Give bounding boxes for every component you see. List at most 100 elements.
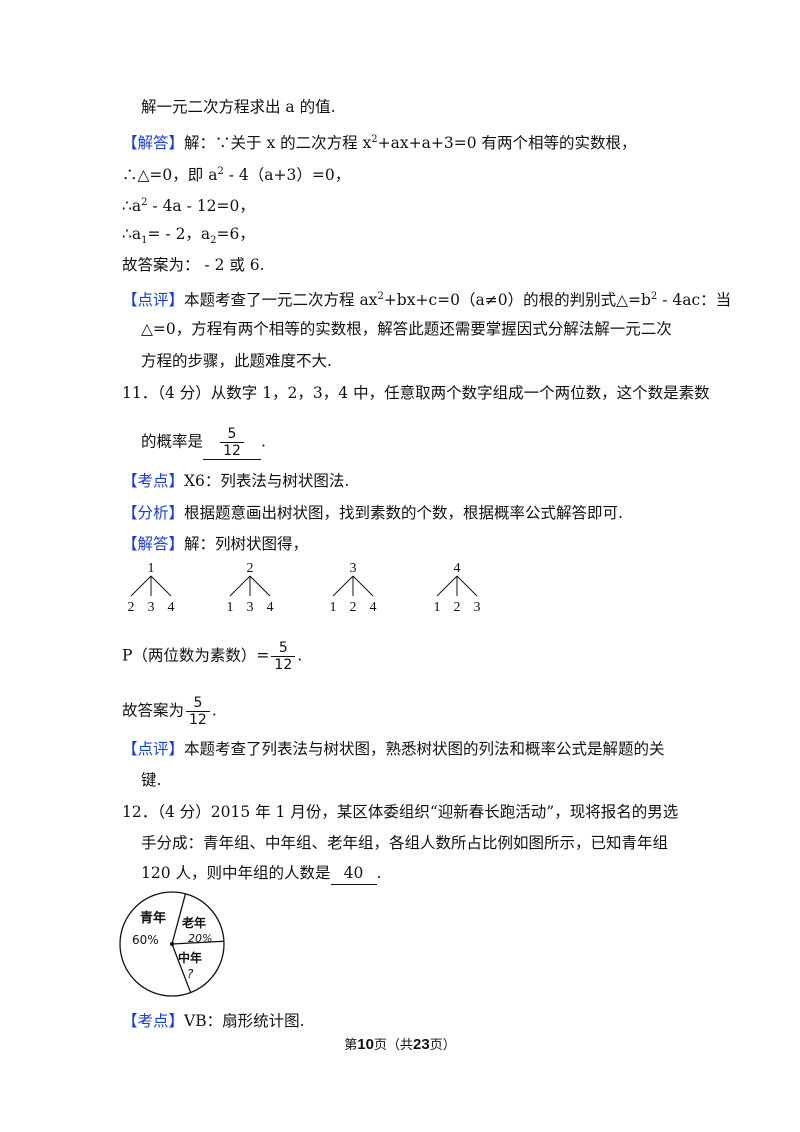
line-17: 【点评】本题考查了列表法与树状图，熟悉树状图的列法和概率公式是解题的关 [122, 738, 665, 760]
text: 故答案为 [122, 701, 185, 720]
slice-label-elder: 老年 [182, 915, 206, 930]
fraction-numerator: 5 [193, 695, 203, 711]
superscript: 2 [217, 166, 224, 177]
text: 解一元二次方程求出 a 的值. [141, 98, 336, 116]
text: P（两位数为素数）= [122, 646, 270, 665]
text: VB：扇形统计图. [184, 1012, 305, 1030]
text: . [211, 701, 217, 720]
tree-branch [436, 575, 458, 597]
text: 本题考查了一元二次方程 ax [184, 291, 378, 310]
tree-branch [332, 575, 354, 597]
tree-diagram-2: 2 1 3 4 [227, 561, 274, 614]
page-footer: 第10页（共23页） [0, 1034, 800, 1053]
text: X6：列表法与树状图法. [184, 472, 350, 490]
page-total: 23 [413, 1036, 430, 1053]
superscript: 2 [141, 197, 148, 208]
subscript: 2 [210, 235, 217, 247]
text: +bx+c=0（a≠0）的根的判别式△=b [383, 291, 651, 310]
footer-text: 页（共 [373, 1038, 413, 1053]
text: - 4（a+3）=0， [223, 166, 351, 185]
tree-diagram-1: 1 2 3 4 [128, 561, 175, 614]
text: ∴a [122, 197, 142, 216]
tree-leaf: 3 [148, 600, 155, 614]
tree-diagram-4: 4 1 2 3 [434, 561, 481, 614]
text: 根据题意画出树状图，找到素数的个数，根据概率公式解答即可. [184, 504, 623, 522]
tree-root: 1 [148, 561, 155, 576]
text: 12．（4 分）2015 年 1 月份，某区体委组织“迎新春长跑活动”，现将报名… [122, 803, 679, 821]
tree-branch [130, 575, 152, 597]
footer-text: 第 [344, 1038, 358, 1053]
text: . [297, 646, 303, 665]
superscript: 2 [377, 291, 384, 302]
text: +ax+a+3=0 有两个相等的实数根， [377, 134, 637, 153]
question-12: 12．（4 分）2015 年 1 月份，某区体委组织“迎新春长跑活动”，现将报名… [122, 801, 678, 823]
pie-center-dot [170, 942, 174, 946]
slice-boundary-elder-middle [171, 940, 224, 945]
comment-tag: 【点评】 [122, 291, 185, 310]
fraction-numerator: 5 [278, 640, 288, 656]
tree-diagram-3: 3 1 2 4 [330, 561, 377, 614]
topic-tag: 【考点】 [122, 472, 185, 490]
tree-leaf: 4 [267, 600, 274, 614]
text: 方程的步骤，此题难度不大. [141, 352, 332, 370]
pie-slices [119, 891, 225, 997]
text: 键. [141, 771, 162, 789]
text: 的概率是 [141, 432, 204, 451]
text: 11．（4 分）从数字 1，2，3，4 中，任意取两个数字组成一个两位数，这个数… [122, 384, 710, 402]
tree-root: 2 [247, 561, 254, 576]
line-12: 【考点】X6：列表法与树状图法. [122, 470, 349, 492]
line-8: △=0，方程有两个相等的实数根，解答此题还需要掌握因式分解法解一元二次 [141, 318, 672, 340]
slice-value-elder: 20% [188, 932, 212, 945]
tree-branch [352, 575, 374, 597]
text: 故答案为： - 2 或 6. [122, 256, 265, 274]
tree-root: 3 [350, 561, 357, 576]
fraction-denominator: 12 [186, 711, 210, 728]
superscript: 2 [371, 134, 378, 145]
line-5: ∴a1= - 2，a2=6， [122, 223, 255, 252]
text: - 4a - 12=0， [147, 197, 255, 216]
slice-label-youth: 青年 [140, 910, 166, 926]
line-14: 【解答】解：列树状图得， [122, 533, 308, 555]
page-number: 10 [357, 1036, 374, 1053]
comment-tag: 【点评】 [122, 740, 185, 758]
line-13: 【分析】根据题意画出树状图，找到素数的个数，根据概率公式解答即可. [122, 502, 623, 524]
text: - 4ac：当 [657, 291, 732, 310]
pie-chart: 青年 60% 老年 20% 中年 ? [119, 891, 225, 997]
answer-tag: 【解答】 [122, 134, 185, 153]
tree-leaf: 3 [474, 600, 481, 614]
tree-leaf: 2 [350, 600, 357, 614]
tree-leaf: 2 [454, 600, 461, 614]
text: 解：列树状图得， [184, 535, 309, 553]
slice-boundary-youth-elder [171, 893, 187, 945]
text: 本题考查了列表法与树状图，熟悉树状图的列法和概率公式是解题的关 [184, 740, 665, 758]
text: . [376, 864, 382, 882]
text: △=0，方程有两个相等的实数根，解答此题还需要掌握因式分解法解一元二次 [141, 320, 672, 338]
text: 手分成：青年组、中年组、老年组，各组人数所占比例如图所示，已知青年组 [141, 834, 669, 852]
line-7: 【点评】本题考查了一元二次方程 ax2+bx+c=0（a≠0）的根的判别式△=b… [122, 286, 731, 311]
line-1: 解一元二次方程求出 a 的值. [141, 96, 336, 118]
tree-leaf: 2 [128, 600, 135, 614]
text: . [261, 432, 266, 451]
slice-label-middle: 中年 [178, 950, 202, 965]
line-3: ∴△=0，即 a2 - 4（a+3）=0， [122, 161, 350, 186]
slice-value-middle: ? [187, 967, 194, 981]
line-6: 故答案为： - 2 或 6. [122, 254, 265, 276]
tree-branch [249, 575, 271, 597]
question-11: 11．（4 分）从数字 1，2，3，4 中，任意取两个数字组成一个两位数，这个数… [122, 382, 710, 404]
tree-branch [456, 575, 478, 597]
text: 120 人，则中年组的人数是 [141, 864, 331, 882]
fraction-numerator: 5 [227, 426, 237, 442]
tree-leaf: 1 [227, 600, 234, 614]
text: ∴△=0，即 a [122, 166, 218, 185]
analysis-tag: 【分析】 [122, 504, 185, 522]
text: = - 2，a [147, 225, 211, 243]
tree-root: 4 [454, 561, 461, 576]
fraction-denominator: 12 [220, 442, 244, 459]
